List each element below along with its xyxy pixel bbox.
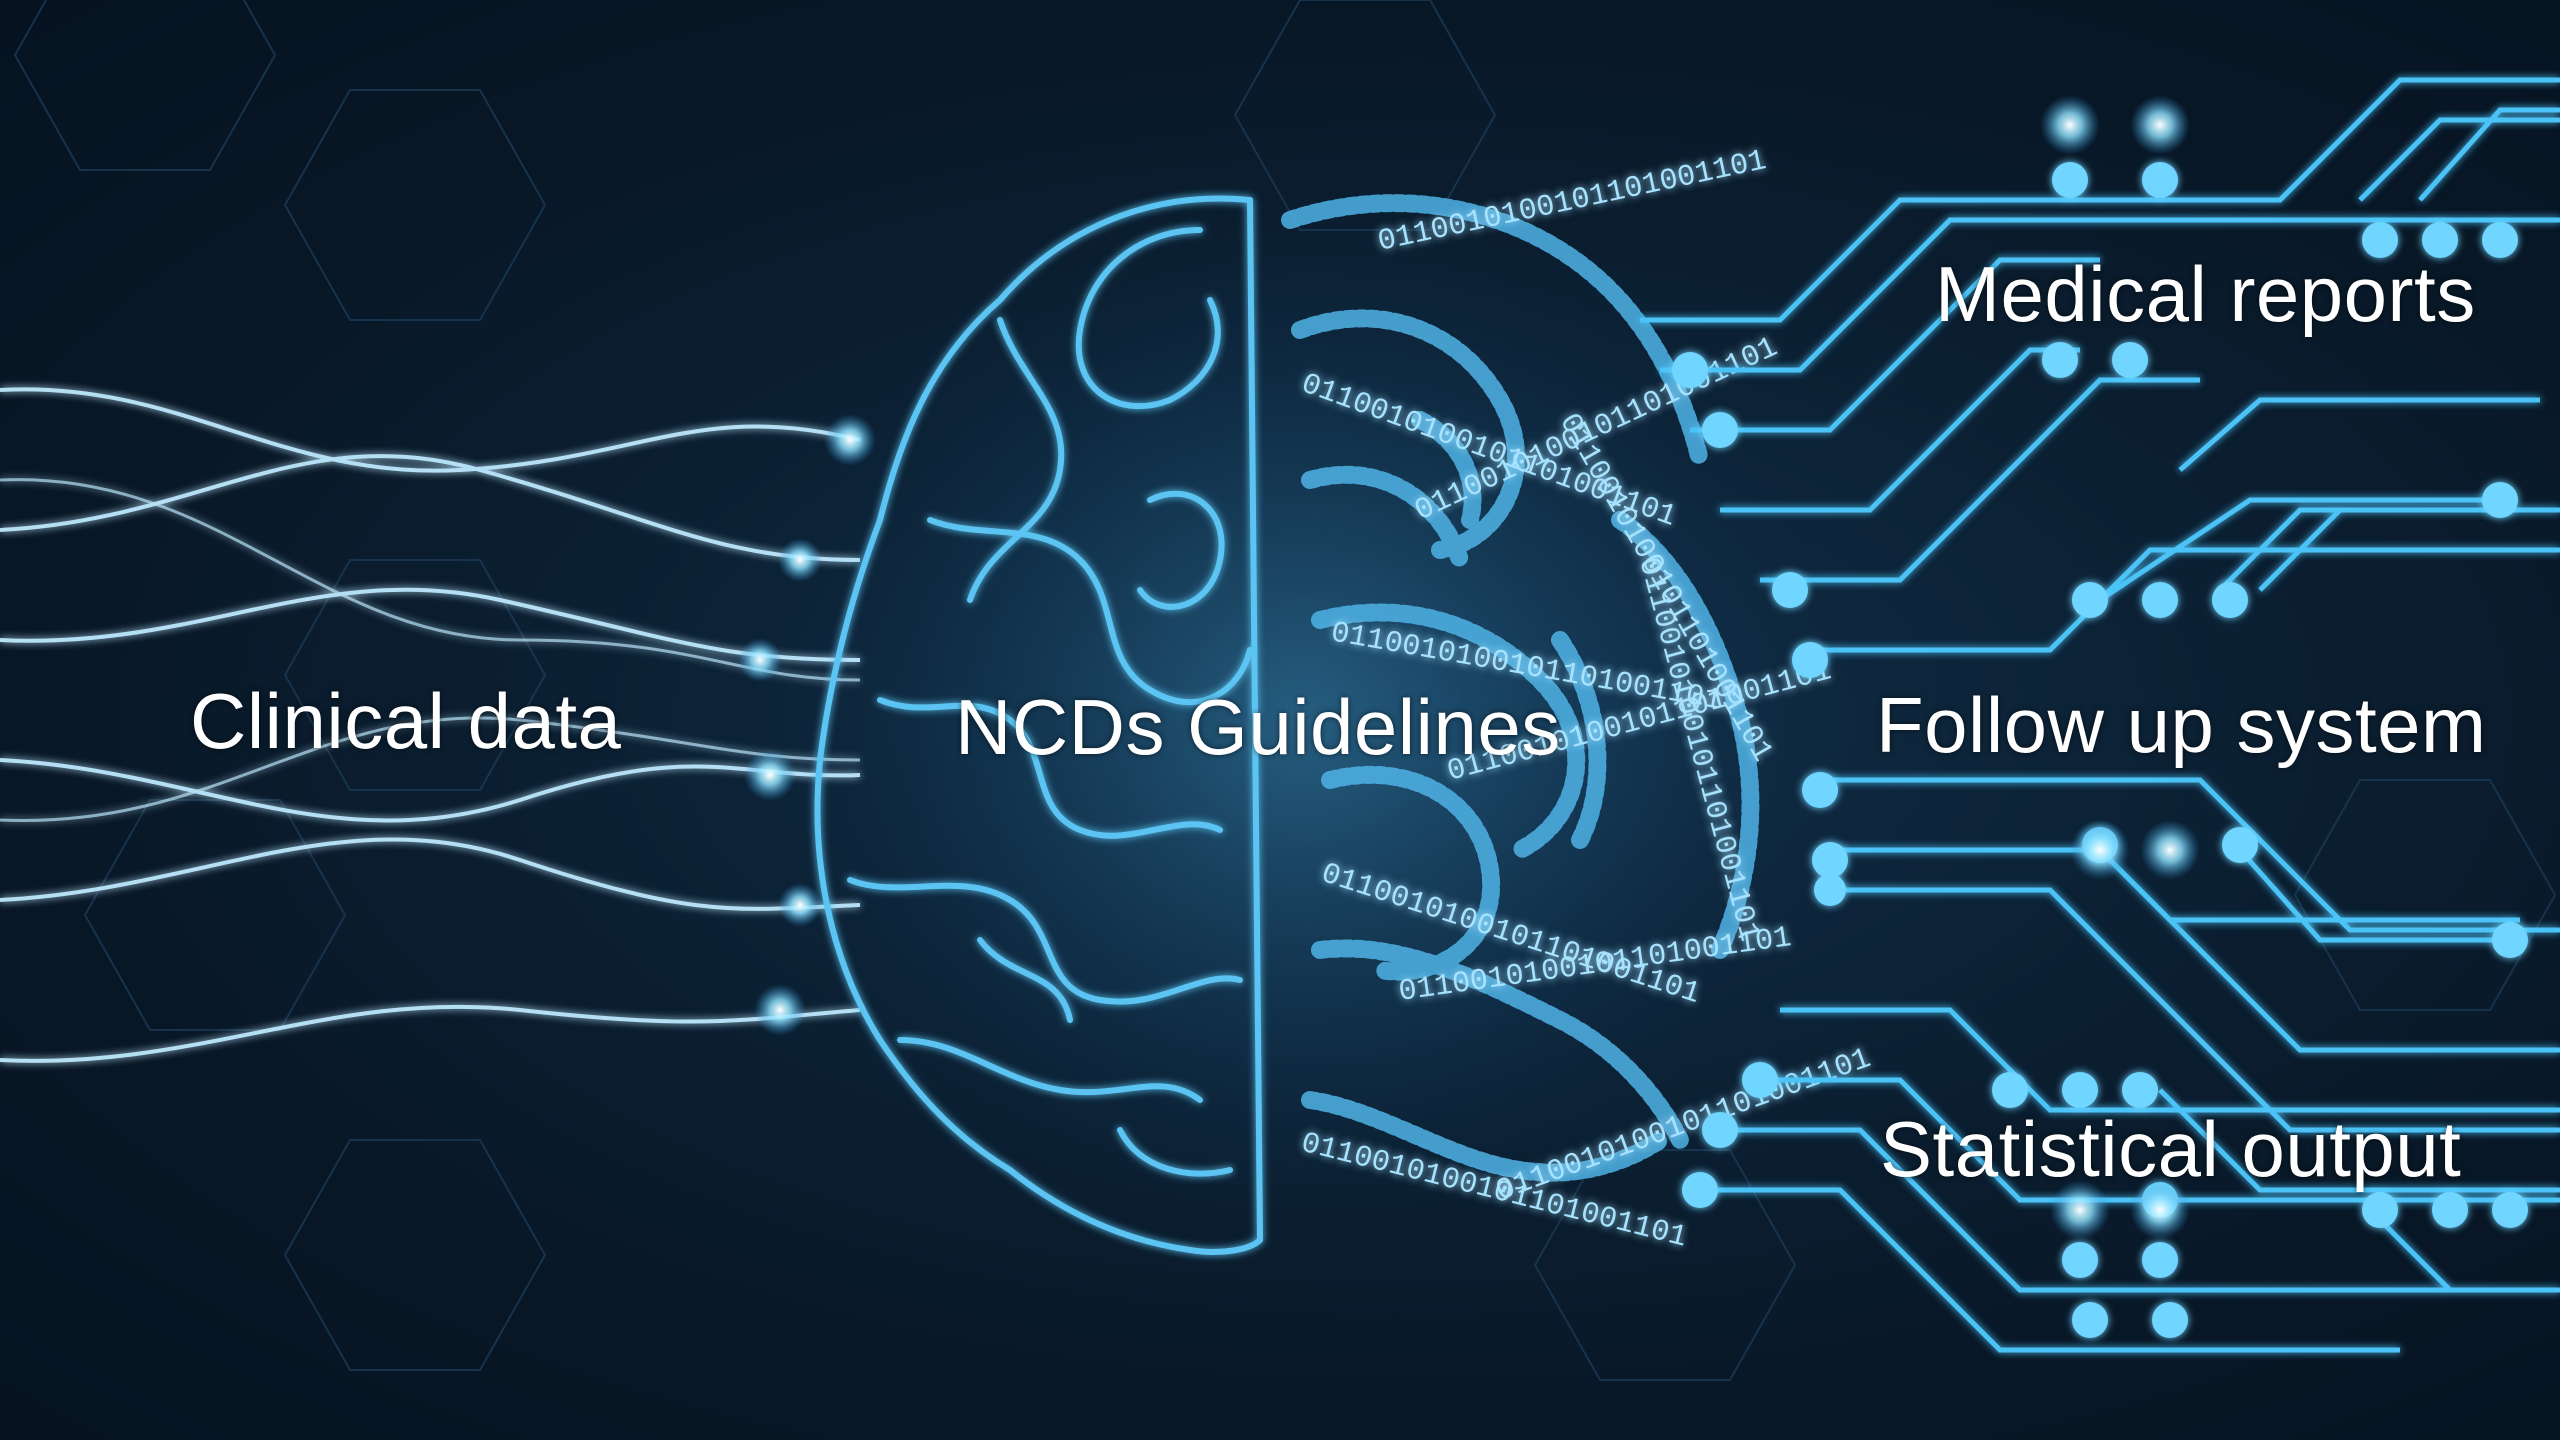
circuit-sparks xyxy=(2040,95,2200,1240)
brain-halo xyxy=(740,160,1860,1280)
circuit-nodes xyxy=(1672,162,2528,1338)
label-statistical-output: Statistical output xyxy=(1880,1105,2462,1193)
circuit-traces xyxy=(1640,77,2560,1353)
brain-right-hemisphere xyxy=(1281,194,1760,1182)
label-follow-up-system: Follow up system xyxy=(1876,681,2487,769)
label-ncds-guidelines: NCDs Guidelines xyxy=(955,683,1561,771)
label-clinical-data: Clinical data xyxy=(190,677,622,765)
brain-left-hemisphere xyxy=(814,195,1263,1255)
label-medical-reports: Medical reports xyxy=(1935,250,2476,338)
wave-sparks xyxy=(738,414,876,1036)
